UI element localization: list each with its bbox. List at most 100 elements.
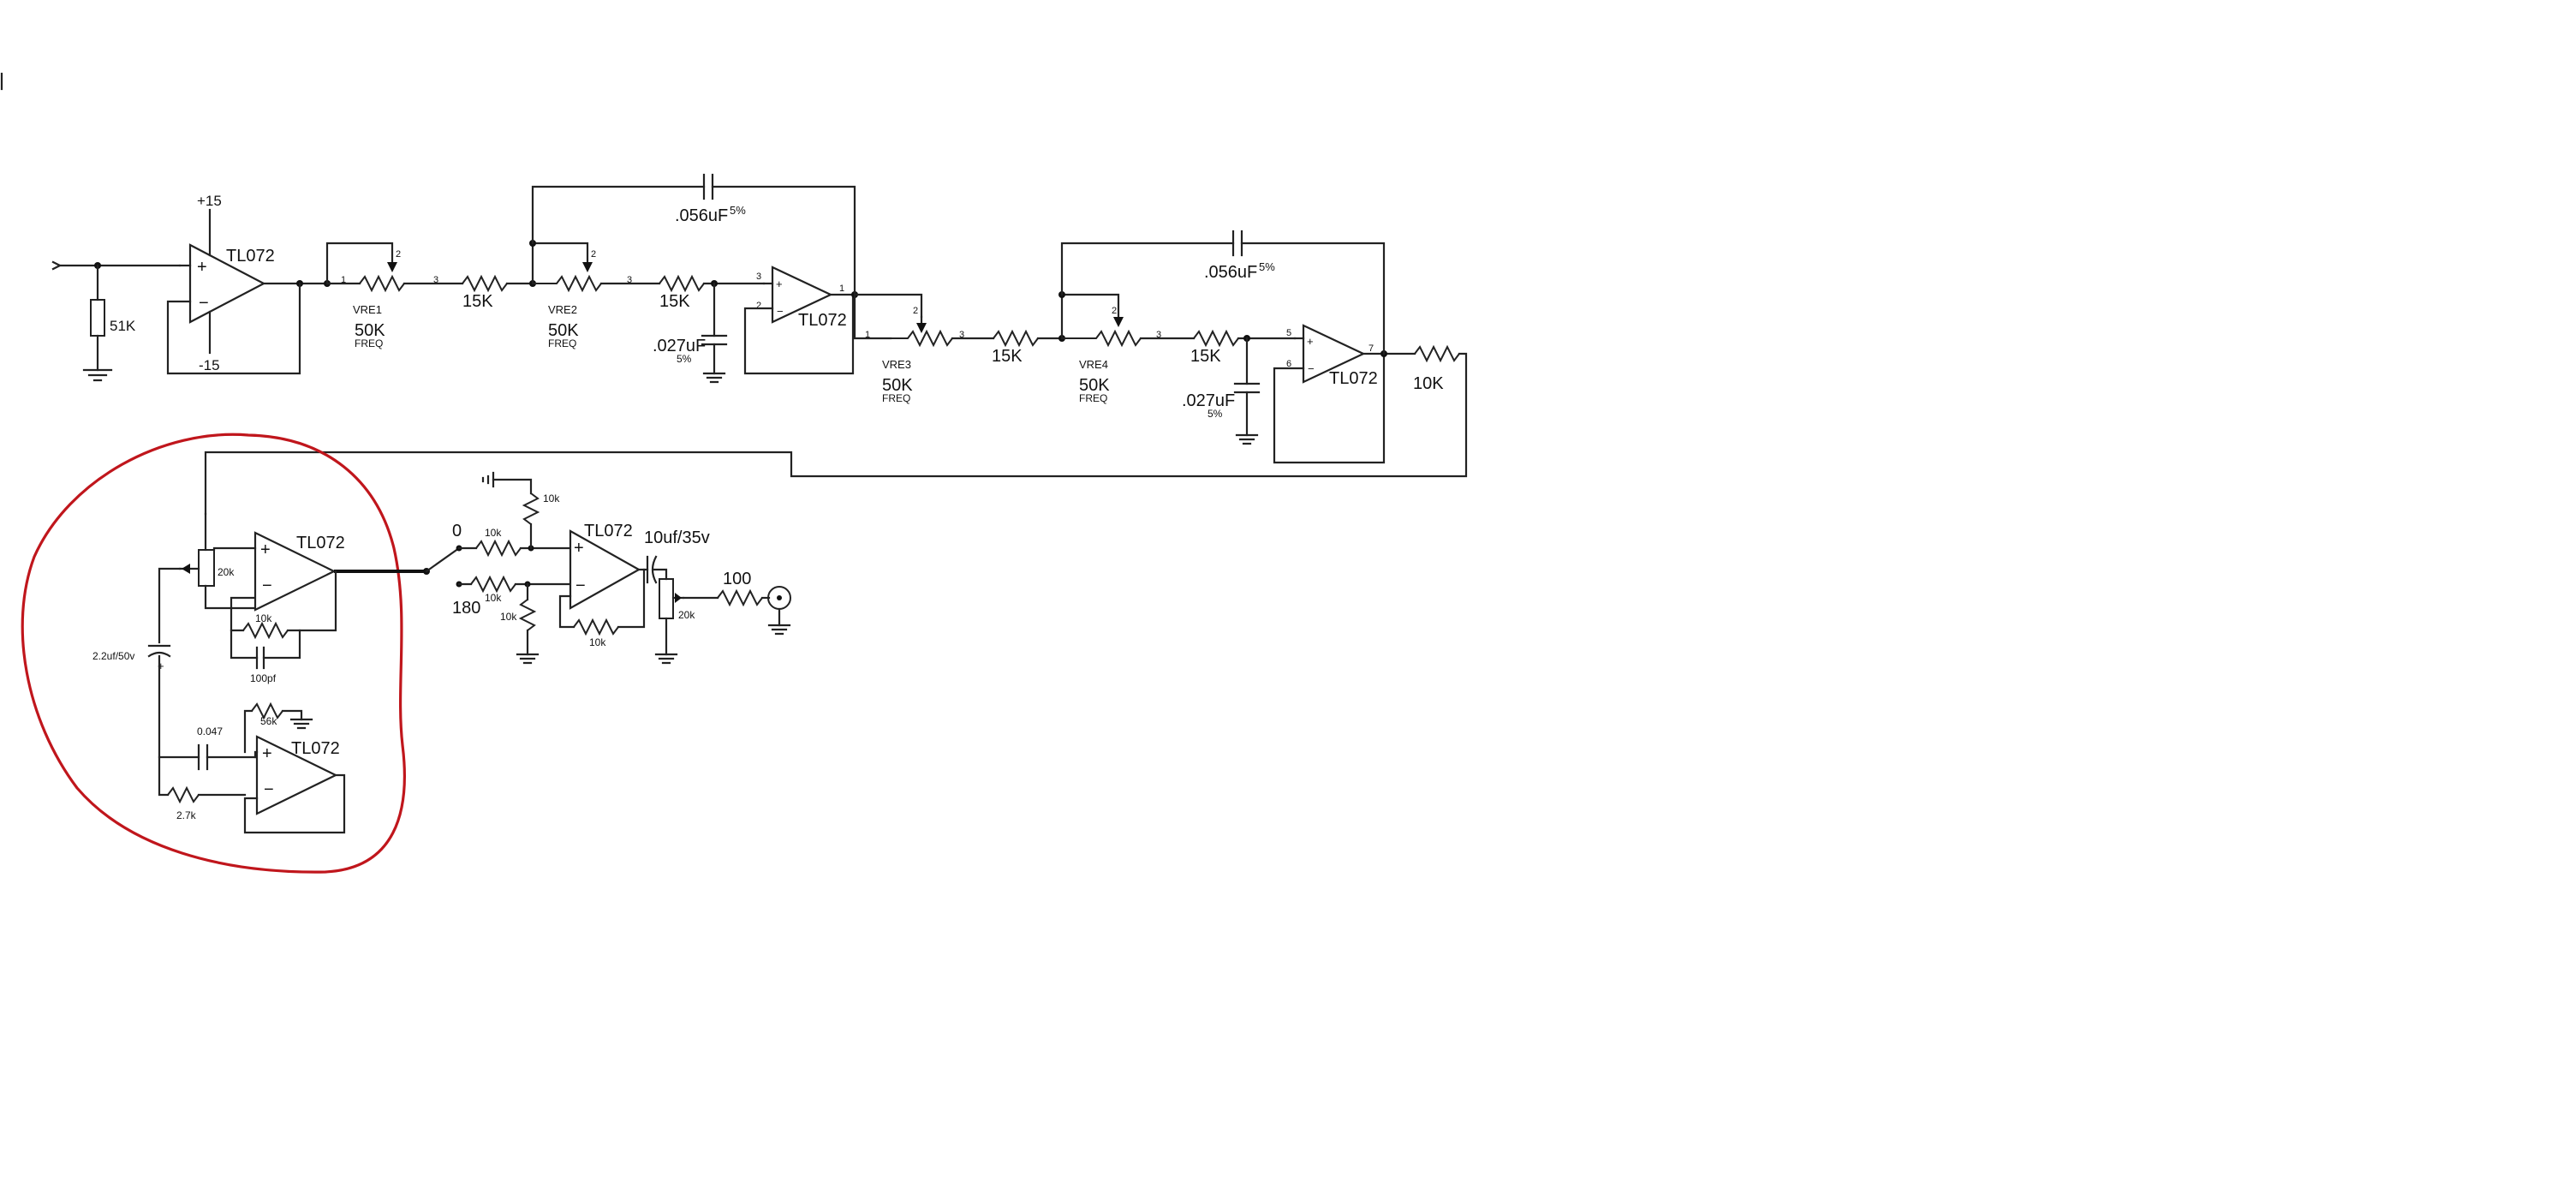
svg-text:+: + (1307, 335, 1314, 348)
resistor-15k-4 (1193, 329, 1239, 348)
svg-text:2: 2 (396, 249, 401, 260)
svg-text:+: + (158, 660, 164, 672)
resistor-10k-d (518, 599, 537, 631)
svg-text:10k: 10k (589, 636, 606, 648)
svg-text:+: + (574, 539, 584, 558)
svg-text:VRE4: VRE4 (1079, 358, 1108, 371)
ground-symbol (82, 368, 113, 382)
opamp-2 (771, 266, 833, 324)
filter-section: 51K + − +15 -15 TL072 1 2 3 VRE1 50K FRE… (51, 173, 1468, 516)
svg-text:−: − (1308, 362, 1315, 375)
svg-text:+: + (197, 258, 207, 277)
oscillator-section: 20k + − TL072 10k 100pf + 2.2uf/50v 0.04… (21, 433, 426, 874)
phase-switch[interactable] (425, 546, 461, 573)
svg-text:2.7k: 2.7k (176, 809, 197, 821)
svg-text:6: 6 (1286, 359, 1291, 369)
label-opamp-1: TL072 (226, 247, 275, 266)
svg-text:2: 2 (756, 301, 761, 311)
svg-text:FREQ: FREQ (548, 337, 576, 349)
svg-text:10k: 10k (485, 592, 502, 604)
svg-text:−: − (199, 294, 209, 313)
resistor-10k-fb-out (573, 618, 619, 636)
svg-text:2.2uf/50v: 2.2uf/50v (92, 650, 134, 662)
svg-text:+: + (260, 540, 271, 559)
opamp-osc-a (253, 531, 337, 612)
svg-text:+: + (262, 744, 272, 763)
svg-text:TL072: TL072 (584, 522, 633, 540)
svg-text:1: 1 (865, 330, 870, 340)
resistor-15k-3 (993, 329, 1039, 348)
svg-text:−: − (575, 576, 586, 595)
label-supply-pos: +15 (197, 193, 222, 209)
pot-vre2 (533, 274, 602, 293)
svg-text:20k: 20k (678, 609, 695, 621)
svg-text:.056uF: .056uF (675, 206, 728, 225)
pot-20k-osc (198, 549, 215, 587)
svg-text:10k: 10k (255, 612, 272, 624)
svg-text:−: − (777, 305, 784, 318)
svg-text:TL072: TL072 (291, 739, 340, 758)
svg-text:−: − (262, 576, 272, 595)
svg-text:.056uF: .056uF (1204, 263, 1257, 282)
output-section: 0 180 10k 10k 10k 10k + − TL072 10 (423, 471, 791, 665)
label-supply-neg: -15 (199, 357, 220, 373)
svg-text:−: − (264, 780, 274, 799)
svg-text:50K: 50K (1079, 376, 1110, 395)
svg-text:TL072: TL072 (1329, 369, 1378, 388)
svg-text:3: 3 (627, 275, 632, 285)
resistor-10k-a (475, 539, 522, 558)
svg-text:50K: 50K (355, 321, 385, 340)
svg-text:3: 3 (756, 272, 761, 282)
svg-text:FREQ: FREQ (1079, 392, 1107, 404)
svg-text:1: 1 (341, 275, 346, 285)
opamp-osc-b (255, 735, 338, 815)
resistor-10k-out (1414, 344, 1460, 363)
svg-text:TL072: TL072 (296, 534, 345, 552)
resistor-15k-2 (659, 274, 705, 293)
svg-text:56k: 56k (260, 715, 277, 727)
resistor-2-7k (167, 785, 200, 804)
svg-text:50K: 50K (548, 321, 579, 340)
svg-text:10k: 10k (500, 611, 517, 623)
label-r-51k: 51K (110, 318, 136, 334)
svg-text:15K: 15K (1190, 347, 1221, 366)
svg-text:3: 3 (433, 275, 438, 285)
svg-text:2: 2 (913, 306, 918, 316)
resistor-15k-1 (462, 274, 508, 293)
svg-text:.027uF: .027uF (1182, 391, 1235, 410)
svg-text:100pf: 100pf (250, 672, 277, 684)
svg-text:10uf/35v: 10uf/35v (644, 528, 710, 547)
svg-text:10K: 10K (1413, 374, 1444, 393)
svg-text:VRE2: VRE2 (548, 303, 577, 316)
svg-text:10k: 10k (543, 493, 560, 504)
pot-20k-output (659, 578, 674, 619)
svg-text:.027uF: .027uF (653, 337, 706, 355)
svg-text:20k: 20k (218, 566, 235, 578)
resistor-51k (90, 299, 105, 337)
pot-vre1 (359, 274, 405, 293)
opamp-1 (188, 243, 266, 324)
svg-text:5%: 5% (677, 353, 692, 365)
svg-text:5%: 5% (1208, 408, 1223, 420)
svg-text:7: 7 (1368, 343, 1374, 354)
svg-text:0.047: 0.047 (197, 725, 223, 737)
highlight-circle (21, 433, 406, 874)
svg-text:3: 3 (959, 330, 964, 340)
resistor-56k (251, 701, 283, 720)
svg-text:5%: 5% (1259, 260, 1275, 273)
resistor-10k-b (522, 493, 540, 525)
label-switch-0: 0 (452, 522, 462, 540)
svg-text:2: 2 (591, 249, 596, 260)
svg-text:FREQ: FREQ (355, 337, 383, 349)
resistor-100 (717, 588, 763, 607)
svg-text:5: 5 (1286, 328, 1291, 338)
svg-text:TL072: TL072 (798, 311, 847, 330)
svg-text:FREQ: FREQ (882, 392, 910, 404)
svg-text:1: 1 (839, 284, 844, 294)
svg-text:15K: 15K (992, 347, 1023, 366)
svg-text:10k: 10k (485, 527, 502, 539)
opamp-output (569, 529, 641, 610)
resistor-10k-osc-fb (242, 621, 289, 640)
svg-text:VRE1: VRE1 (353, 303, 382, 316)
svg-text:50K: 50K (882, 376, 913, 395)
